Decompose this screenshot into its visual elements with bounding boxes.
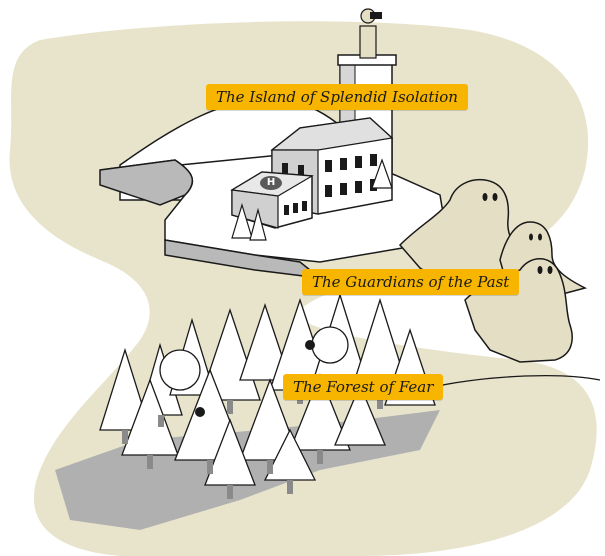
lookout-person [359,8,382,59]
label-guardians: The Guardians of the Past [302,269,520,295]
island-trees [231,158,393,241]
forest [99,292,436,486]
label-island: The Island of Splendid Isolation [206,84,468,110]
helipad-letter: H [260,176,282,190]
label-forest: The Forest of Fear [283,374,444,400]
hidden-eyes [195,340,315,417]
